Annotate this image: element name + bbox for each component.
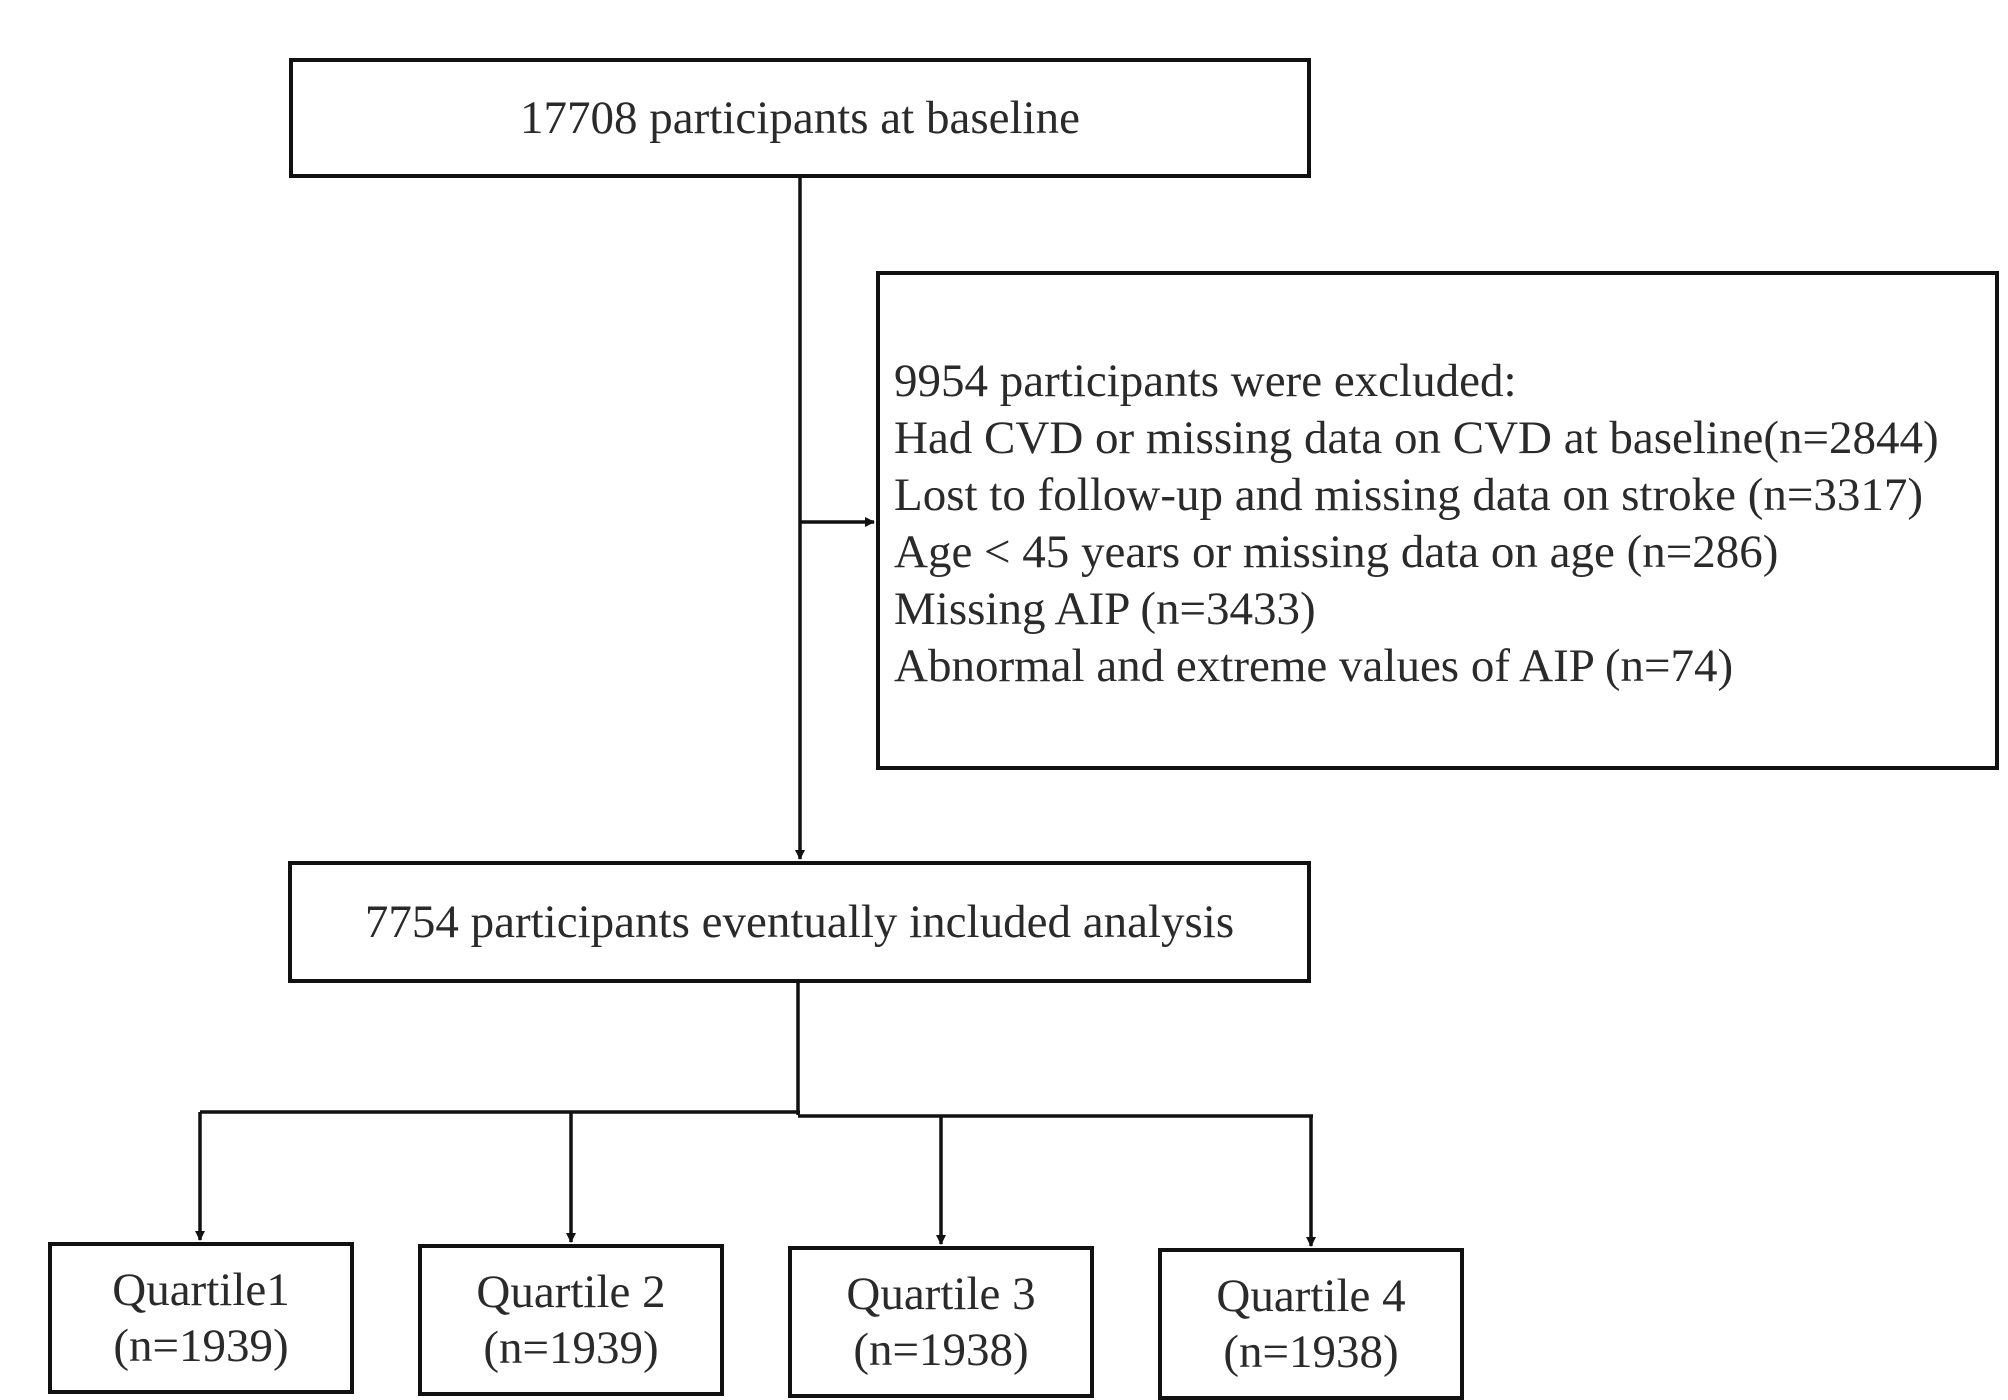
excluded-reason-cvd: Had CVD or missing data on CVD at baseli… [894, 412, 1939, 464]
quartile-1-box: Quartile1 (n=1939) [48, 1242, 354, 1394]
quartile-2-count: (n=1939) [483, 1322, 659, 1374]
excluded-text: 9954 participants were excluded: Had CVD… [894, 353, 1939, 695]
quartile-1-count: (n=1939) [113, 1320, 289, 1372]
included-box: 7754 participants eventually included an… [288, 861, 1311, 983]
excluded-box: 9954 participants were excluded: Had CVD… [876, 271, 1999, 770]
quartile-3-name: Quartile 3 [846, 1268, 1036, 1320]
baseline-box: 17708 participants at baseline [289, 58, 1311, 178]
quartile-4-name: Quartile 4 [1216, 1270, 1406, 1322]
excluded-header: 9954 participants were excluded: [894, 355, 1517, 407]
quartile-4-count: (n=1938) [1223, 1326, 1399, 1378]
excluded-reason-extreme-aip: Abnormal and extreme values of AIP (n=74… [894, 640, 1734, 692]
quartile-2-name: Quartile 2 [476, 1266, 666, 1318]
quartile-3-count: (n=1938) [853, 1324, 1029, 1376]
quartile-4-box: Quartile 4 (n=1938) [1158, 1248, 1464, 1400]
quartile-2-box: Quartile 2 (n=1939) [418, 1244, 724, 1396]
excluded-reason-missing-aip: Missing AIP (n=3433) [894, 583, 1316, 635]
baseline-label: 17708 participants at baseline [520, 91, 1080, 144]
quartile-3-box: Quartile 3 (n=1938) [788, 1246, 1094, 1398]
quartile-1-name: Quartile1 [112, 1264, 290, 1316]
excluded-reason-age: Age < 45 years or missing data on age (n… [894, 526, 1779, 578]
excluded-reason-followup: Lost to follow-up and missing data on st… [894, 469, 1924, 521]
included-label: 7754 participants eventually included an… [364, 895, 1235, 948]
